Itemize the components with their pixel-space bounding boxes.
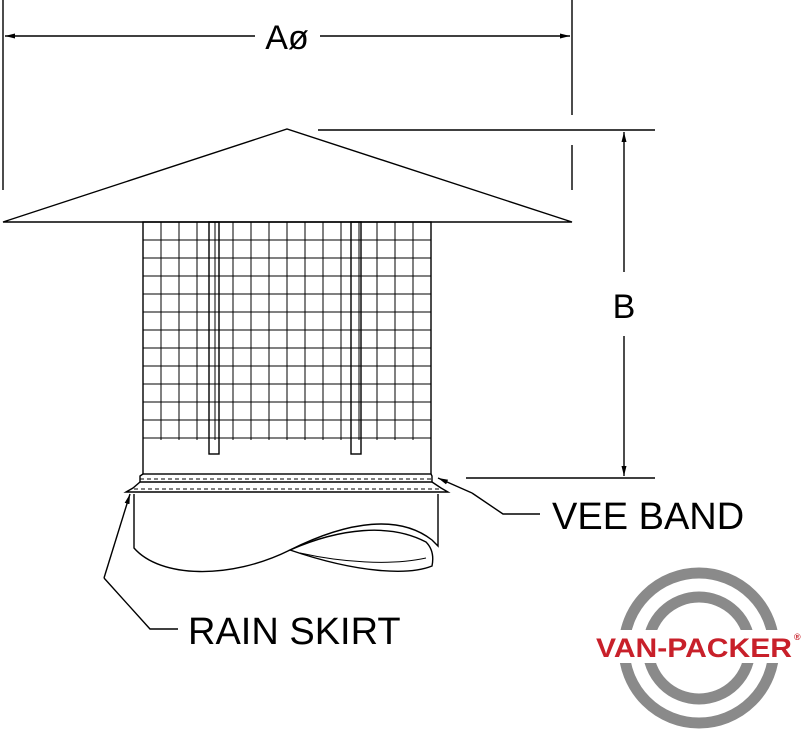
support-strap-right (350, 221, 362, 455)
dimension-b-label: B (613, 288, 636, 326)
rain-skirt (133, 494, 439, 573)
vee-band-flare (123, 481, 451, 493)
rain-skirt-outline (133, 494, 439, 573)
mesh-screen (142, 221, 432, 475)
dimension-a: Aø (2, 0, 573, 190)
logo-registered-mark: ® (794, 632, 801, 642)
logo-text-backing (596, 630, 800, 663)
vee-band-upper (139, 473, 433, 483)
mesh-grid (143, 222, 431, 440)
support-strap-left (208, 221, 220, 455)
van-packer-logo: VAN-PACKER ® (596, 567, 801, 729)
vee-band-arrow (437, 477, 473, 494)
callout-rain-skirt: RAIN SKIRT (103, 493, 401, 653)
callout-vee-band: VEE BAND (437, 477, 744, 538)
cap-roof (2, 128, 573, 223)
dimension-b: B (318, 129, 655, 479)
rain-skirt-label: RAIN SKIRT (188, 611, 401, 653)
roof-outline (2, 128, 573, 223)
logo-text: VAN-PACKER (596, 633, 792, 663)
rain-skirt-arrow (103, 493, 131, 579)
rain-skirt-leader (103, 577, 178, 630)
rain-skirt-inner-curl (288, 529, 434, 572)
vee-band-label: VEE BAND (552, 496, 744, 538)
dimension-a-label: Aø (265, 19, 308, 57)
vee-band-leader (471, 492, 540, 515)
rain-skirt-fold (299, 552, 427, 563)
vee-band (123, 473, 451, 493)
